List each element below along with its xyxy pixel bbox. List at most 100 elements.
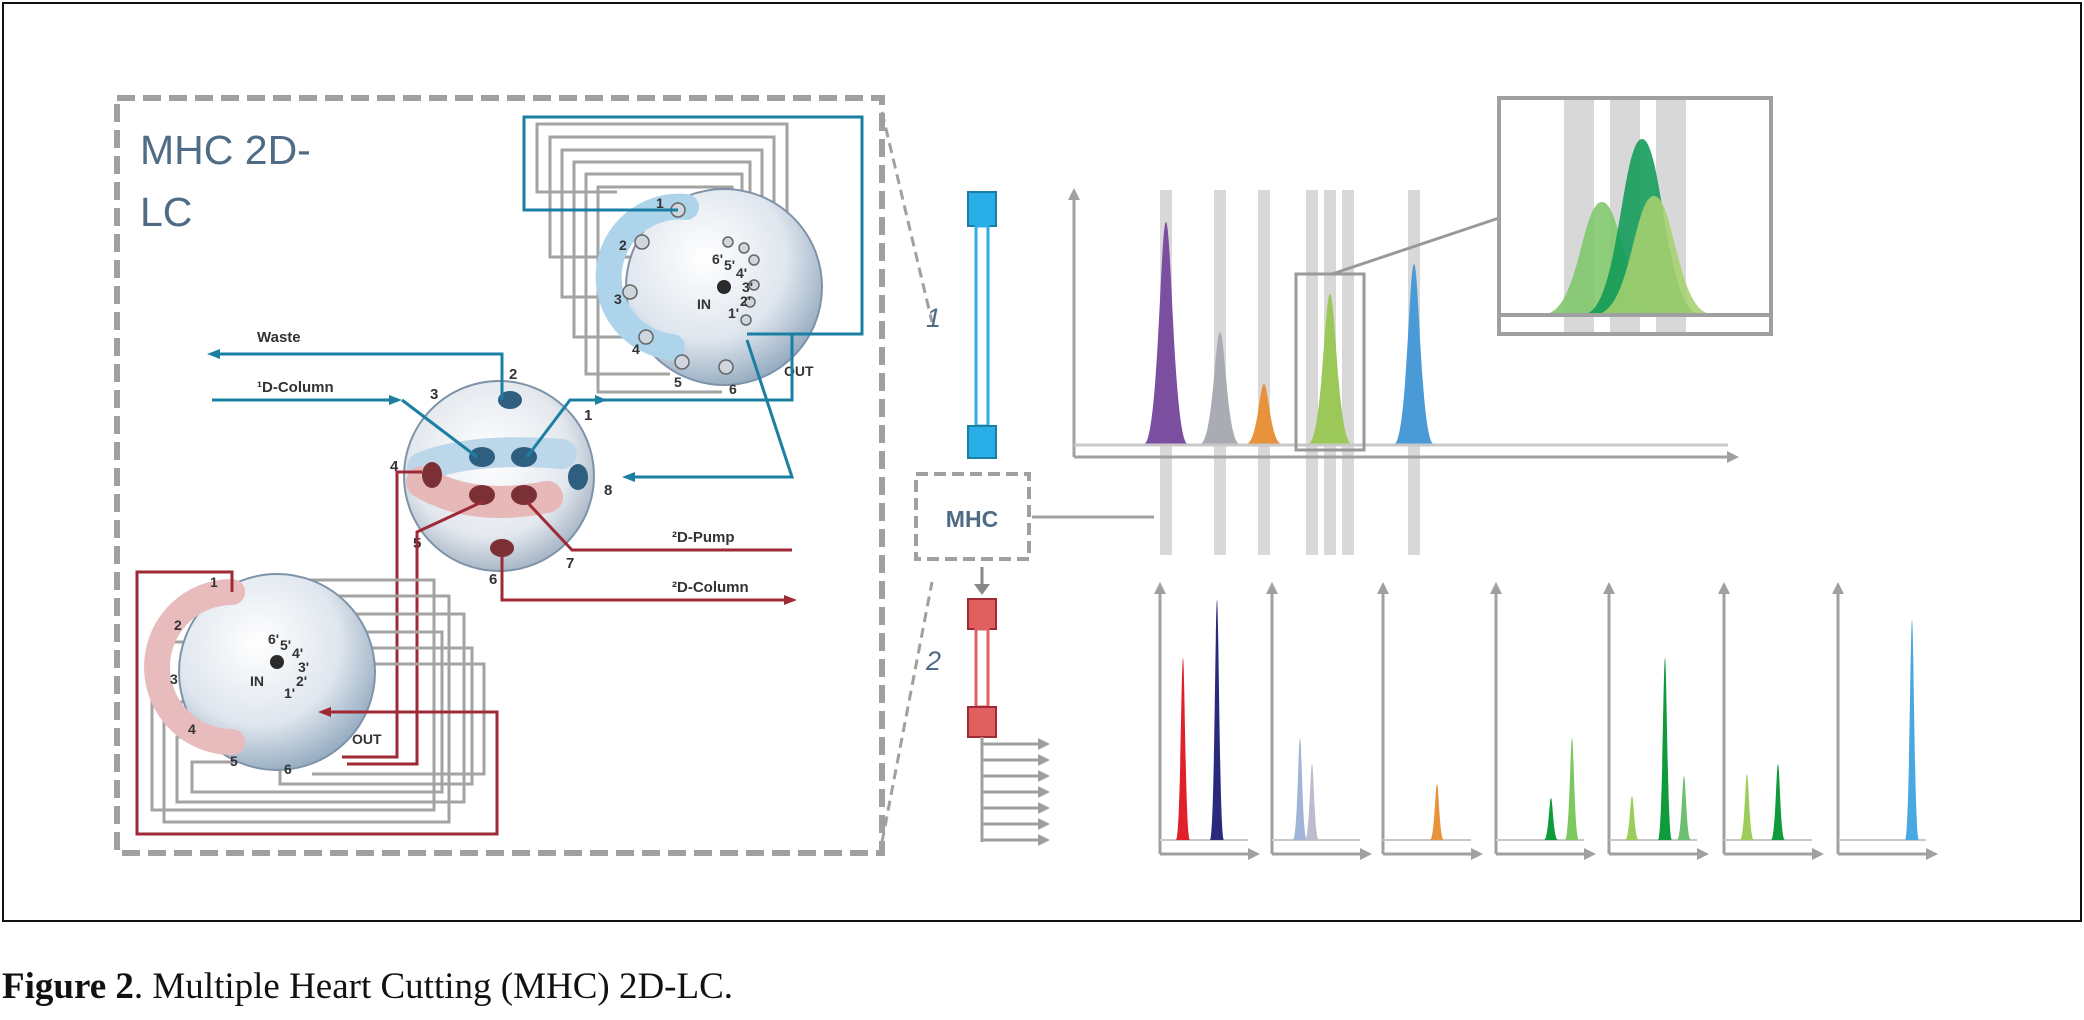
bottom-valve-center — [270, 655, 284, 669]
zoom-selection-box — [1294, 272, 1366, 452]
main-port-1: 1 — [584, 407, 592, 424]
bottom-inner-1: 1' — [284, 685, 295, 701]
top-loop-valve: 1 2 3 4 5 6 6' 5' 4' 3' 2' 1' IN OUT — [522, 115, 864, 397]
second-dim-chart — [1718, 582, 1824, 860]
top-inner-3: 3' — [742, 279, 753, 295]
bottom-inner-4: 4' — [292, 645, 303, 661]
y-arrow — [1490, 582, 1502, 594]
second-dim-chart — [1832, 582, 1938, 860]
x-arrow — [1360, 848, 1372, 860]
second-dim-peak — [1544, 798, 1558, 840]
top-blue-loop — [522, 115, 864, 336]
top-port-3: 3 — [614, 291, 622, 307]
panel-title-line2: LC — [140, 189, 192, 235]
top-inner-2: 2' — [740, 293, 751, 309]
second-dim-chart — [1490, 582, 1596, 860]
bottom-valve-port-labels: 1 2 3 4 5 6 6' 5' 4' 3' 2' 1' IN OUT — [170, 574, 382, 777]
zoom-inset — [1497, 96, 1773, 336]
x-arrow — [1471, 848, 1483, 860]
second-dim-peak — [1677, 776, 1691, 840]
mhc-box — [914, 472, 1031, 561]
top-port-1: 1 — [656, 195, 664, 211]
mhc-box-label: MHC — [946, 506, 998, 532]
second-dim-peak — [1293, 738, 1307, 840]
second-dim-peak — [1210, 600, 1224, 840]
bottom-valve-disc — [178, 573, 376, 771]
second-dim-peak — [1658, 658, 1672, 840]
top-inner-6: 6' — [712, 251, 723, 267]
main-port-2: 2 — [509, 366, 517, 383]
mhc-panel-border — [114, 95, 885, 856]
second-dim-chart — [1266, 582, 1372, 860]
bottom-inner-6: 6' — [268, 631, 279, 647]
top-out-label: OUT — [784, 363, 814, 379]
fraction-arrows — [980, 737, 1050, 846]
zoom-line-bottom — [880, 581, 934, 843]
second-dim-peak — [1771, 764, 1785, 840]
main-valve-red-ports — [422, 462, 537, 557]
bottom-port-6: 6 — [284, 761, 292, 777]
y-arrow — [1377, 582, 1389, 594]
top-inner-4: 4' — [736, 265, 747, 281]
blue-flow-lines — [207, 334, 795, 482]
y-arrow — [1832, 582, 1844, 594]
panel-title-line1: MHC 2D- — [140, 127, 311, 173]
first-dim-peak — [1200, 332, 1240, 444]
x-arrow — [1584, 848, 1596, 860]
bottom-loop-valve: 1 2 3 4 5 6 6' 5' 4' 3' 2' 1' IN OUT — [135, 570, 499, 836]
bottom-port-1: 1 — [210, 574, 218, 590]
first-dim-peaks — [1144, 222, 1434, 444]
second-dim-peak — [1740, 774, 1754, 840]
x-arrow — [1697, 848, 1709, 860]
bottom-port-3: 3 — [170, 671, 178, 687]
d2-column-label: ²D-Column — [672, 579, 749, 596]
waste-label: Waste — [257, 329, 301, 346]
top-port-5: 5 — [674, 374, 682, 390]
x-arrow — [1248, 848, 1260, 860]
zoom-peaks — [1544, 139, 1712, 314]
d2-pump-label: ²D-Pump — [672, 529, 735, 546]
bottom-valve-rotor-groove — [144, 579, 245, 755]
main-port-6: 6 — [489, 571, 497, 588]
top-port-6: 6 — [729, 381, 737, 397]
second-dim-chart — [1377, 582, 1483, 860]
figure-frame: MHC 2D- LC 1 2 3 4 5 6 6 — [2, 2, 2082, 922]
y-arrow — [1603, 582, 1615, 594]
first-dim-peak — [1394, 264, 1434, 444]
top-in-label: IN — [697, 296, 711, 312]
second-dim-axes — [1381, 590, 1473, 856]
bottom-port-4: 4 — [188, 721, 196, 737]
second-dim-column — [967, 598, 997, 738]
top-port-4: 4 — [632, 341, 640, 357]
bottom-in-label: IN — [250, 673, 264, 689]
d1-column-label: ¹D-Column — [257, 379, 334, 396]
second-dim-charts — [1154, 582, 1938, 860]
top-valve-ports — [622, 202, 760, 375]
column-1-label: 1 — [926, 303, 941, 333]
main-port-8: 8 — [604, 482, 612, 499]
y-arrow — [1154, 582, 1166, 594]
y-arrow — [1718, 582, 1730, 594]
bottom-red-loop — [135, 570, 499, 836]
column-2-label: 2 — [925, 646, 941, 676]
bottom-out-label: OUT — [352, 731, 382, 747]
top-inner-5: 5' — [724, 257, 735, 273]
bottom-inner-5: 5' — [280, 637, 291, 653]
bottom-inner-2: 2' — [296, 673, 307, 689]
first-dim-column — [967, 191, 997, 459]
second-dim-peak — [1430, 784, 1444, 840]
second-dim-peak — [1625, 796, 1639, 840]
main-port-4: 4 — [390, 458, 399, 475]
caption-bold: Figure 2 — [2, 966, 134, 1007]
second-dim-axes — [1836, 590, 1928, 856]
bottom-red-arrow — [318, 707, 331, 717]
second-dim-axes — [1722, 590, 1814, 856]
second-dim-peak — [1176, 658, 1190, 840]
second-dim-axes — [1607, 590, 1699, 856]
bottom-inner-3: 3' — [298, 659, 309, 675]
first-dim-peak — [1246, 384, 1282, 444]
main-port-3: 3 — [430, 386, 438, 403]
second-dim-peak — [1565, 738, 1579, 840]
bottom-port-5: 5 — [230, 753, 238, 769]
x-arrow — [1926, 848, 1938, 860]
